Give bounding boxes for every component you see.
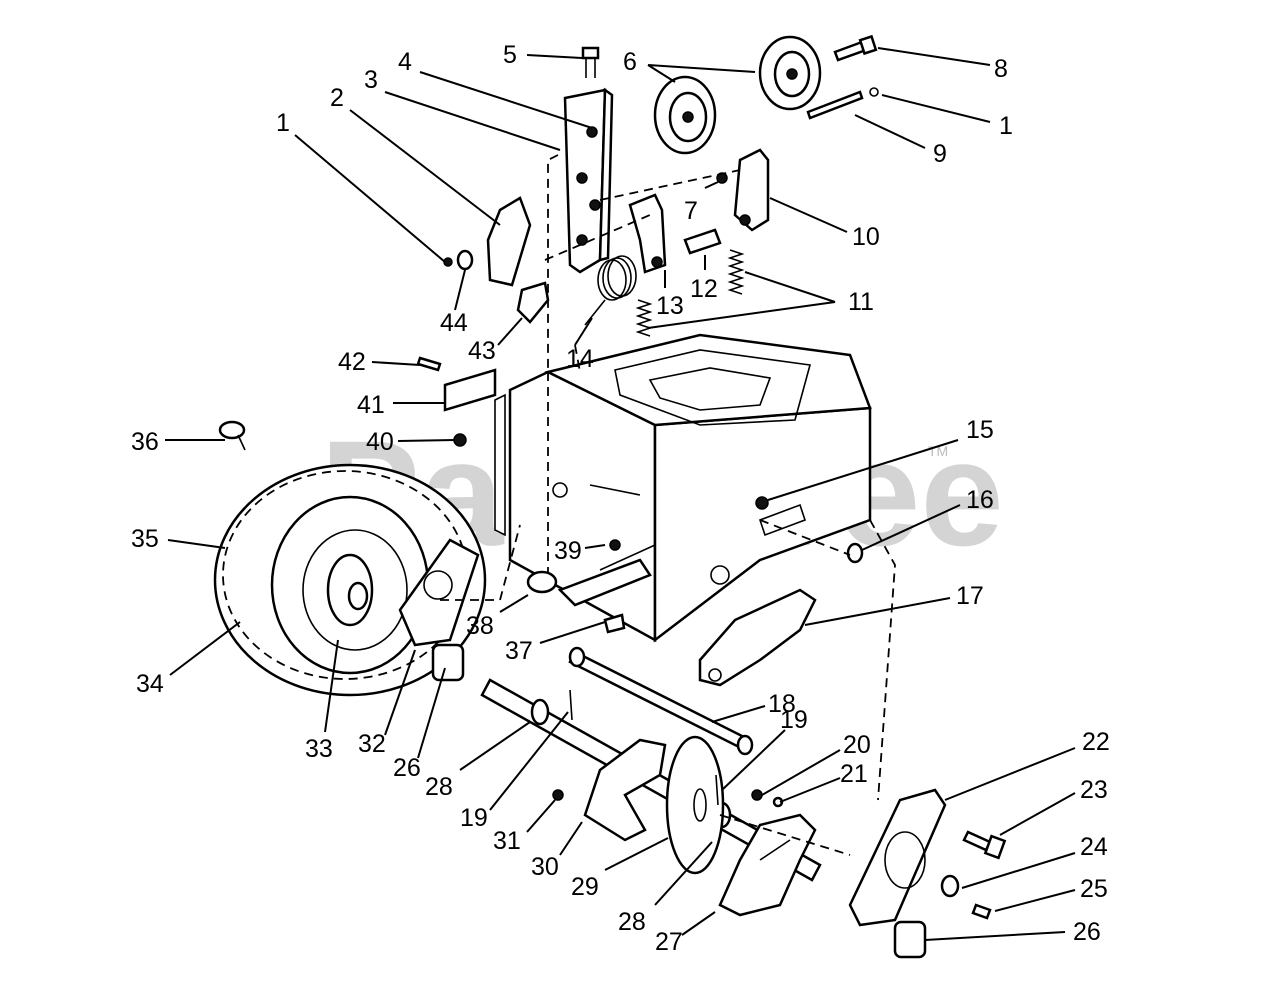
callout-22: 22 [1082, 728, 1110, 756]
callout-30: 30 [531, 853, 559, 881]
callout-26-right: 26 [1073, 918, 1101, 946]
plate-41 [443, 368, 497, 412]
callout-26-left: 26 [393, 754, 421, 782]
bolt-5 [581, 46, 600, 78]
callout-11: 11 [848, 288, 874, 316]
callout-9: 9 [933, 140, 947, 168]
callout-28-bottom: 28 [618, 908, 646, 936]
callout-33: 33 [305, 735, 333, 763]
callout-10: 10 [852, 223, 880, 251]
pin-19 [569, 689, 719, 806]
nut-40 [453, 433, 467, 447]
callout-25: 25 [1080, 875, 1108, 903]
callout-8: 8 [994, 55, 1008, 83]
leader-lines [165, 47, 1076, 941]
callout-19-left: 19 [460, 804, 488, 832]
callout-14: 14 [566, 345, 594, 373]
callout-20: 20 [843, 731, 871, 759]
callout-38: 38 [466, 612, 494, 640]
torsion-spring-14 [584, 255, 637, 326]
callout-18: 18 [768, 690, 796, 718]
bolt-37 [603, 613, 626, 634]
callout-44: 44 [440, 309, 468, 337]
pulley-right [758, 35, 822, 111]
callout-15: 15 [966, 416, 994, 444]
callout-36: 36 [131, 428, 159, 456]
callout-24: 24 [1080, 833, 1108, 861]
plate-17 [698, 503, 817, 687]
idler-bracket-13 [628, 193, 722, 274]
callout-32: 32 [358, 730, 386, 758]
disc-29 [665, 735, 725, 875]
callout-1-left: 1 [276, 109, 290, 137]
callout-43: 43 [468, 337, 496, 365]
callout-35: 35 [131, 525, 159, 553]
callout-29: 29 [571, 873, 599, 901]
frame-housing [494, 333, 872, 643]
callout-42: 42 [338, 348, 366, 376]
cam-plate-2 [486, 196, 532, 287]
callout-labels: 1 2 3 4 5 6 7 8 1 9 10 11 12 13 14 42 43… [131, 41, 1110, 956]
callout-40: 40 [366, 428, 394, 456]
callout-16: 16 [966, 486, 994, 514]
shift-fork-30 [552, 738, 667, 842]
washer-44 [443, 249, 474, 271]
callout-41: 41 [357, 391, 385, 419]
linkage-38 [526, 484, 656, 607]
parts-artwork [213, 34, 1007, 959]
bolt-8 [833, 34, 878, 62]
bolt-42 [416, 356, 442, 372]
pulley-left [653, 75, 717, 155]
upper-bracket [547, 87, 614, 372]
washer-16 [846, 542, 864, 564]
callout-37: 37 [505, 637, 533, 665]
assembly-lines [440, 169, 896, 856]
callout-6: 6 [623, 48, 637, 76]
callout-27: 27 [655, 928, 683, 956]
nut-15 [755, 496, 769, 510]
callout-28-top: 28 [425, 773, 453, 801]
spring-11b [635, 299, 653, 337]
callout-13: 13 [656, 292, 684, 320]
callout-21: 21 [840, 760, 868, 788]
bracket-43 [516, 281, 550, 324]
bushing-26-right [893, 920, 927, 959]
callout-3: 3 [364, 66, 378, 94]
callout-17: 17 [956, 582, 984, 610]
gear-housing-27 [718, 813, 817, 917]
hub-plate-32 [398, 538, 480, 647]
bolt-23 [962, 830, 1007, 860]
bolt-25 [971, 903, 992, 920]
callout-1-right: 1 [999, 112, 1013, 140]
callout-19-right: 19 [780, 706, 808, 734]
bushing-26-left [431, 643, 465, 682]
callout-39: 39 [554, 537, 582, 565]
callout-34: 34 [136, 670, 164, 698]
shaft-9 [806, 87, 879, 120]
callout-7: 7 [684, 197, 698, 225]
callout-2: 2 [330, 84, 344, 112]
hub-plate-22 [848, 788, 947, 927]
callout-23: 23 [1080, 776, 1108, 804]
shaft-18 [568, 646, 754, 756]
idler-bracket-10 [716, 148, 770, 232]
nut-20 [751, 789, 763, 801]
callout-31: 31 [493, 827, 521, 855]
clip-36 [218, 420, 246, 451]
spring-11a [727, 249, 745, 295]
callout-5: 5 [503, 41, 517, 69]
callout-4: 4 [398, 48, 412, 76]
callout-12: 12 [690, 275, 718, 303]
washer-24 [940, 874, 960, 898]
